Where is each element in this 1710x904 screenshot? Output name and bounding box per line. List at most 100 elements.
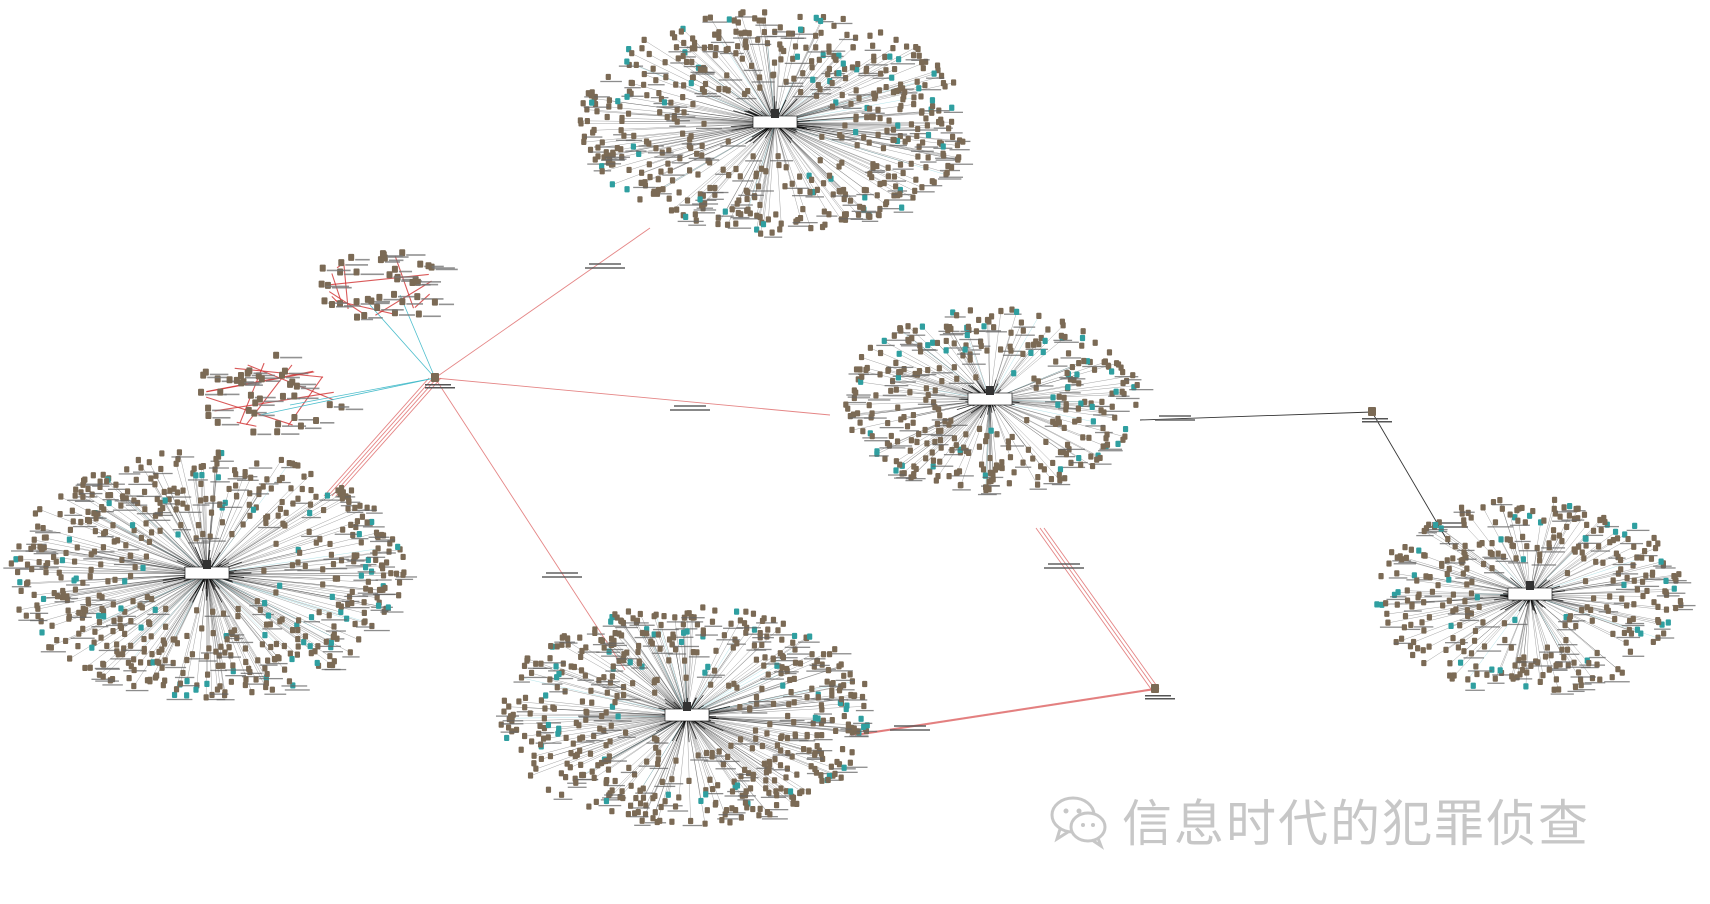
node-icon	[857, 419, 863, 426]
node-icon	[230, 668, 236, 675]
node-icon	[742, 766, 748, 773]
node-icon	[723, 46, 729, 54]
cluster-bottom-center-nodes	[495, 604, 878, 827]
node-icon	[1508, 644, 1514, 651]
node-icon	[655, 631, 661, 638]
node-icon	[54, 593, 61, 600]
node-icon	[364, 504, 370, 511]
node-icon	[967, 307, 973, 314]
link-2-1	[327, 377, 434, 497]
node-icon	[65, 607, 71, 614]
node-icon	[578, 120, 584, 127]
hub-central	[425, 373, 455, 389]
link-2-2	[331, 377, 438, 497]
node-icon	[1662, 588, 1668, 595]
node-icon	[609, 673, 616, 680]
node-icon	[592, 629, 598, 636]
node-icon	[752, 15, 758, 22]
node-icon	[923, 385, 929, 392]
node-icon	[810, 720, 816, 727]
node-icon	[1609, 674, 1615, 681]
node-icon	[280, 520, 286, 527]
node-icon	[818, 772, 824, 779]
node-icon	[1561, 504, 1567, 511]
node-icon	[915, 125, 921, 133]
node-icon	[1410, 651, 1416, 659]
node-icon	[590, 129, 596, 136]
node-icon	[87, 573, 93, 580]
node-icon	[657, 817, 663, 824]
node-icon	[263, 680, 269, 687]
node-icon	[1465, 676, 1471, 683]
node-icon	[875, 106, 881, 113]
node-icon	[1588, 606, 1594, 613]
node-icon	[930, 339, 936, 346]
node-icon	[1072, 418, 1078, 425]
link-label-6	[1428, 522, 1468, 528]
node-icon	[694, 621, 701, 628]
node-icon	[1410, 638, 1417, 646]
node-icon	[184, 692, 190, 699]
node-icon	[152, 481, 158, 488]
node-icon	[920, 65, 926, 72]
node-icon	[848, 100, 854, 107]
node-icon	[64, 593, 70, 600]
node-icon	[663, 74, 669, 81]
node-icon	[203, 495, 209, 503]
node-icon	[666, 147, 672, 154]
node-icon	[1566, 512, 1573, 519]
node-icon	[1060, 322, 1066, 329]
node-icon	[98, 634, 104, 641]
node-icon	[1444, 557, 1450, 564]
node-icon	[624, 58, 630, 65]
node-icon	[792, 731, 798, 738]
node-icon	[680, 621, 686, 628]
node-icon	[826, 211, 832, 218]
node-icon	[888, 432, 894, 440]
node-icon	[184, 504, 190, 511]
node-icon	[676, 794, 682, 801]
node-icon	[193, 472, 199, 479]
node-icon	[536, 730, 542, 737]
node-icon	[1631, 577, 1637, 584]
node-icon	[939, 378, 945, 385]
node-icon	[214, 686, 221, 693]
node-icon	[612, 630, 618, 637]
node-icon	[922, 426, 928, 434]
node-icon	[666, 195, 672, 202]
node-icon	[673, 44, 680, 51]
node-icon	[778, 669, 784, 677]
node-icon	[642, 811, 649, 818]
cluster-bottom-center	[495, 604, 878, 827]
node-icon	[1055, 401, 1061, 408]
node-icon	[1524, 543, 1530, 550]
node-icon	[138, 534, 144, 542]
node-icon	[844, 702, 850, 709]
node-icon	[143, 520, 149, 527]
node-icon	[580, 100, 586, 107]
node-icon	[759, 742, 766, 750]
node-icon	[338, 485, 345, 492]
node-icon	[344, 615, 350, 622]
node-icon	[777, 226, 783, 233]
node-icon	[851, 725, 857, 732]
link-label-4	[890, 725, 930, 731]
node-icon	[1481, 643, 1488, 650]
node-icon	[1109, 390, 1115, 397]
node-icon	[220, 610, 227, 617]
node-icon	[1415, 645, 1421, 652]
node-icon	[778, 747, 784, 754]
node-icon	[133, 476, 139, 483]
node-icon	[751, 193, 758, 200]
node-icon	[1566, 616, 1572, 623]
node-icon	[378, 531, 385, 539]
node-icon	[829, 717, 835, 724]
node-icon	[946, 421, 952, 428]
node-icon	[1034, 481, 1041, 488]
node-icon	[400, 571, 406, 578]
link-label-5	[1155, 415, 1195, 421]
node-icon	[286, 678, 293, 685]
node-icon	[733, 608, 740, 615]
node-icon	[353, 523, 359, 531]
node-icon	[853, 87, 859, 94]
